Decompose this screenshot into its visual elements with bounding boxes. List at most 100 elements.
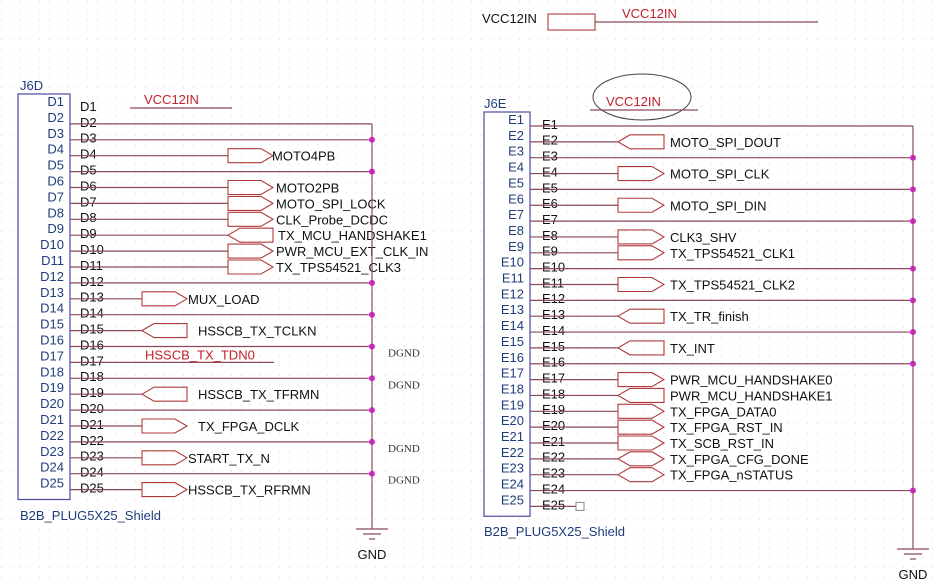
pin-name: D23 xyxy=(80,449,104,464)
signal-label: PWR_MCU_HANDSHAKE0 xyxy=(670,373,833,388)
pin-name: D9 xyxy=(80,226,97,241)
signal-label: TX_TPS54521_CLK1 xyxy=(670,246,795,261)
port-in-icon xyxy=(226,227,274,243)
pin-name: E8 xyxy=(542,228,558,243)
port-out-icon xyxy=(617,435,666,451)
signal-label: MOTO_SPI_DIN xyxy=(670,198,767,213)
pin-name: D13 xyxy=(80,290,104,305)
signal-label: TX_INT xyxy=(670,341,715,356)
pin-name: E9 xyxy=(542,244,558,259)
pin-number: E6 xyxy=(508,191,524,206)
pin-name: D3 xyxy=(80,131,97,146)
signal-label: HSSCB_TX_TCLKN xyxy=(198,324,316,339)
pin-name: D16 xyxy=(80,337,104,352)
signal-label: MUX_LOAD xyxy=(188,292,260,307)
signal-label: TX_TPS54521_CLK2 xyxy=(670,278,795,293)
no-connect-marker xyxy=(575,501,585,511)
pin-number: D11 xyxy=(41,253,64,268)
pin-number: E16 xyxy=(501,350,524,365)
signal-label: HSSCB_TX_RFRMN xyxy=(188,483,311,498)
pin-number: E18 xyxy=(501,381,524,396)
pin-number: D13 xyxy=(40,285,64,300)
pin-number: E20 xyxy=(501,413,524,428)
signal-label: TX_TR_finish xyxy=(670,309,749,324)
signal-label: MOTO_SPI_CLK xyxy=(670,167,770,182)
pin-number: E17 xyxy=(501,366,524,381)
power-net-label: VCC12IN xyxy=(606,94,661,109)
connector-ref: J6D xyxy=(20,78,43,93)
port-in-icon xyxy=(616,340,665,356)
pin-number: E4 xyxy=(508,160,524,175)
pin-name: E13 xyxy=(542,307,565,322)
port-out-icon xyxy=(617,403,666,419)
pin-name: D25 xyxy=(80,481,104,496)
pin-number: D8 xyxy=(47,205,64,220)
pin-number: D1 xyxy=(47,94,64,109)
pin-name: E16 xyxy=(542,355,565,370)
pin-number: D20 xyxy=(40,396,64,411)
pin-name: E25 xyxy=(542,497,565,512)
pin-name: E17 xyxy=(542,370,565,385)
port-out-icon xyxy=(617,245,666,261)
pin-name: D4 xyxy=(80,147,97,162)
pin-number: E21 xyxy=(501,429,524,444)
pin-number: E15 xyxy=(501,334,524,349)
port-out-icon xyxy=(227,179,275,196)
pin-name: E3 xyxy=(542,149,558,164)
port-in-icon xyxy=(616,387,665,404)
pin-name: E11 xyxy=(542,275,564,290)
vcc12in-source-label: VCC12IN xyxy=(482,11,537,26)
connector-part-name: B2B_PLUG5X25_Shield xyxy=(20,508,161,523)
pin-number: D24 xyxy=(40,460,64,475)
pin-name: E22 xyxy=(542,450,565,465)
vcc12in-source[interactable]: VCC12IN VCC12IN xyxy=(482,6,818,31)
port-out-icon xyxy=(617,276,666,293)
signal-label: MOTO_SPI_DOUT xyxy=(670,135,781,150)
pin-name: D8 xyxy=(80,210,97,225)
pin-name: E19 xyxy=(542,402,565,417)
signal-label: TX_MCU_HANDSHAKE1 xyxy=(278,228,427,243)
pin-name: E14 xyxy=(542,323,565,338)
pin-number: D14 xyxy=(40,301,64,316)
pin-name: D7 xyxy=(80,194,97,209)
pin-number: D19 xyxy=(40,380,64,395)
pin-name: D1 xyxy=(80,99,97,114)
signal-label: CLK3_SHV xyxy=(670,230,737,245)
pin-name: D10 xyxy=(80,242,104,257)
connector-part-name: B2B_PLUG5X25_Shield xyxy=(484,524,625,539)
vcc12in-net-label: VCC12IN xyxy=(622,6,677,21)
port-out-icon xyxy=(227,195,275,211)
connector-body xyxy=(483,111,531,517)
pin-name: D6 xyxy=(80,178,97,193)
pin-name: D19 xyxy=(80,385,104,400)
pin-number: D23 xyxy=(40,444,64,459)
pin-name: E7 xyxy=(542,212,558,227)
pin-name: E4 xyxy=(542,164,558,179)
pin-number: E25 xyxy=(501,492,524,507)
signal-label: MOTO2PB xyxy=(276,181,339,196)
port-out-icon xyxy=(227,243,275,259)
signal-label: TX_FPGA_DATA0 xyxy=(670,404,776,419)
signal-label: CLK_Probe_DCDC xyxy=(276,212,388,227)
port-out-icon xyxy=(617,419,666,435)
pin-number: E9 xyxy=(508,239,524,254)
pin-name: D15 xyxy=(80,322,104,337)
port-out-icon xyxy=(227,211,275,227)
port-in-icon xyxy=(140,323,188,339)
pin-name: E2 xyxy=(542,133,558,148)
port-out-icon xyxy=(227,259,275,275)
signal-label: TX_FPGA_CFG_DONE xyxy=(670,452,809,467)
pin-number: E8 xyxy=(508,223,524,238)
signal-label: START_TX_N xyxy=(188,451,270,466)
dgnd-label: DGND xyxy=(388,379,420,391)
pin-number: D3 xyxy=(47,126,64,141)
pin-number: E7 xyxy=(508,207,524,222)
pin-number: E1 xyxy=(508,112,524,127)
pin-number: D21 xyxy=(40,412,64,427)
pin-name: D2 xyxy=(80,115,97,130)
connector-body xyxy=(17,93,71,501)
pin-number: E5 xyxy=(508,175,524,190)
